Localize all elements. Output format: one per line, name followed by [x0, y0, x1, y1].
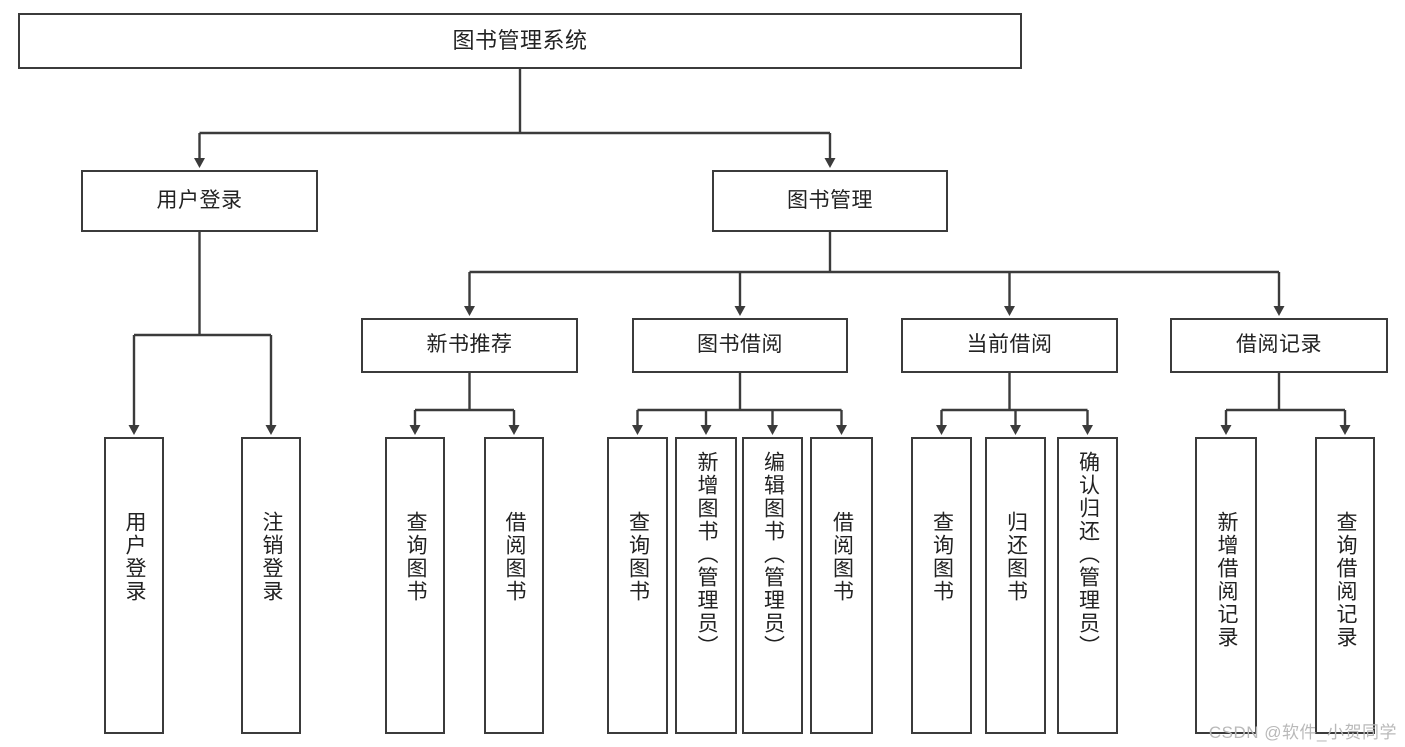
- node-leaf-add-borrow-record[interactable]: 新增借阅记录: [1195, 437, 1257, 734]
- node-leaf-confirm-return[interactable]: 确认归还（管理员）: [1057, 437, 1118, 734]
- node-leaf-borrow-book-1-label: 借阅图书: [503, 511, 527, 603]
- node-root-label: 图书管理系统: [452, 28, 588, 54]
- node-leaf-edit-book-label: 编辑图书（管理员）: [761, 451, 785, 658]
- node-leaf-query-borrow-record[interactable]: 查询借阅记录: [1315, 437, 1375, 734]
- node-leaf-query-book-1-label: 查询图书: [404, 511, 428, 603]
- node-borrow-record[interactable]: 借阅记录: [1170, 318, 1388, 373]
- node-leaf-confirm-return-label: 确认归还（管理员）: [1076, 451, 1100, 658]
- node-leaf-logout-login[interactable]: 注销登录: [241, 437, 301, 734]
- node-new-book-recommend-label: 新书推荐: [426, 333, 513, 357]
- node-book-borrow[interactable]: 图书借阅: [632, 318, 848, 373]
- node-root[interactable]: 图书管理系统: [18, 13, 1022, 69]
- node-book-management-label: 图书管理: [787, 188, 873, 212]
- node-leaf-borrow-book-1[interactable]: 借阅图书: [484, 437, 544, 734]
- node-leaf-add-borrow-record-label: 新增借阅记录: [1215, 511, 1239, 649]
- node-leaf-return-book[interactable]: 归还图书: [985, 437, 1046, 734]
- node-leaf-borrow-book-2[interactable]: 借阅图书: [810, 437, 873, 734]
- node-book-management[interactable]: 图书管理: [712, 170, 948, 232]
- node-leaf-logout-login-label: 注销登录: [260, 511, 284, 603]
- node-leaf-add-book-label: 新增图书（管理员）: [695, 451, 719, 658]
- node-current-borrow-label: 当前借阅: [966, 333, 1053, 357]
- node-new-book-recommend[interactable]: 新书推荐: [361, 318, 578, 373]
- node-leaf-query-book-1[interactable]: 查询图书: [385, 437, 445, 734]
- node-leaf-user-login[interactable]: 用户登录: [104, 437, 164, 734]
- node-leaf-borrow-book-2-label: 借阅图书: [830, 511, 854, 603]
- node-leaf-edit-book[interactable]: 编辑图书（管理员）: [742, 437, 803, 734]
- node-current-borrow[interactable]: 当前借阅: [901, 318, 1118, 373]
- node-user-login[interactable]: 用户登录: [81, 170, 318, 232]
- csdn-watermark: CSDN @软件_小贺同学: [1208, 723, 1397, 742]
- node-leaf-return-book-label: 归还图书: [1004, 511, 1028, 603]
- node-leaf-query-book-3[interactable]: 查询图书: [911, 437, 972, 734]
- node-user-login-label: 用户登录: [156, 188, 243, 212]
- node-leaf-query-borrow-record-label: 查询借阅记录: [1334, 511, 1358, 649]
- node-leaf-query-book-3-label: 查询图书: [930, 511, 954, 603]
- node-leaf-user-login-label: 用户登录: [123, 511, 147, 603]
- node-leaf-query-book-2[interactable]: 查询图书: [607, 437, 668, 734]
- node-borrow-record-label: 借阅记录: [1236, 333, 1322, 357]
- node-leaf-add-book[interactable]: 新增图书（管理员）: [675, 437, 737, 734]
- node-leaf-query-book-2-label: 查询图书: [626, 511, 650, 603]
- node-book-borrow-label: 图书借阅: [697, 333, 783, 357]
